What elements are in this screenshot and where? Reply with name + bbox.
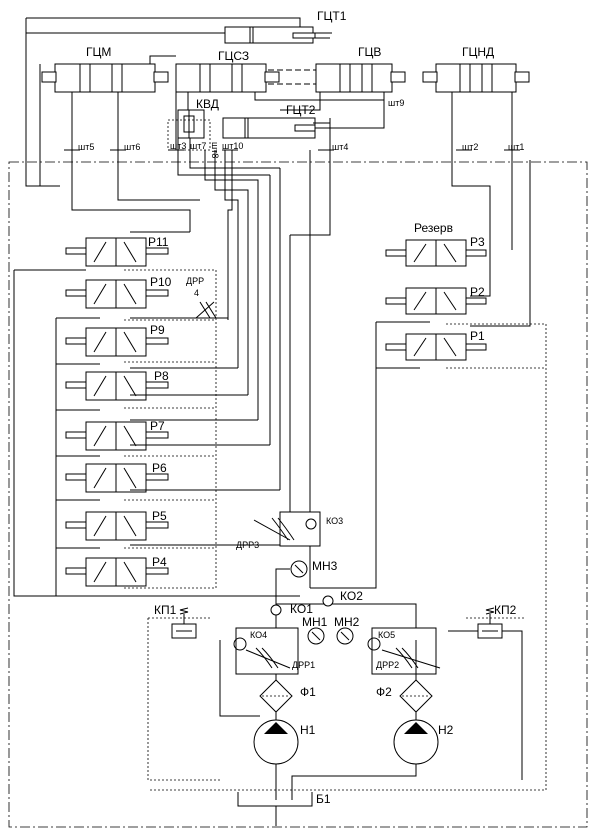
valve-p2 xyxy=(385,287,487,315)
label-sht9: шт9 xyxy=(388,98,404,108)
label-sht6: шт6 xyxy=(124,142,140,152)
cylinder-gcv xyxy=(315,63,406,93)
pump-n1 xyxy=(253,719,299,800)
valve-p3 xyxy=(385,239,487,267)
label-kvd: КВД xyxy=(196,97,219,111)
label-gct1: ГЦТ1 xyxy=(317,9,347,23)
label-drr2: ДРР2 xyxy=(376,660,399,670)
coupling-rod xyxy=(268,69,316,85)
label-b1: Б1 xyxy=(316,792,331,806)
cylinder-gcsz xyxy=(175,63,280,93)
label-p7: Р7 xyxy=(150,419,165,433)
label-sht1: шт1 xyxy=(508,142,524,152)
label-gcv: ГЦВ xyxy=(358,45,381,59)
label-sht10: шт10 xyxy=(222,141,243,151)
label-gcsz: ГЦСЗ xyxy=(218,49,249,63)
valve-p1 xyxy=(385,333,487,361)
label-sht4: шт4 xyxy=(332,142,348,152)
label-gct2: ГЦТ2 xyxy=(286,103,316,117)
label-p10: Р10 xyxy=(150,275,172,289)
valve-p6 xyxy=(65,463,169,493)
label-f1: Ф1 xyxy=(300,685,316,699)
drr3-ko3-group xyxy=(253,511,321,547)
label-sht3: шт3 xyxy=(170,141,186,151)
label-n1: Н1 xyxy=(300,723,316,737)
left-valve-stack xyxy=(13,231,300,597)
label-ko1: КО1 xyxy=(290,602,313,616)
cylinder-gct2 xyxy=(222,117,331,139)
throttle-drr4 xyxy=(195,301,217,319)
label-ko2: КО2 xyxy=(340,589,363,603)
relief-kp1 xyxy=(147,607,220,781)
ko5-drr2-block xyxy=(367,627,441,675)
label-mn3: МН3 xyxy=(312,559,338,573)
label-sht7: шт7 xyxy=(190,141,206,151)
kvd-block xyxy=(167,109,211,151)
label-p11: Р11 xyxy=(148,235,169,249)
label-mn2: МН2 xyxy=(334,615,360,629)
label-f2: Ф2 xyxy=(376,685,392,699)
valve-p9 xyxy=(65,327,169,357)
label-drr3: ДРР3 xyxy=(236,540,259,550)
cylinder-gcm xyxy=(41,63,169,93)
ko4-return xyxy=(219,640,260,717)
label-ko3: КО3 xyxy=(326,516,343,526)
label-mn1: МН1 xyxy=(302,615,328,629)
label-p6: Р6 xyxy=(152,461,167,475)
pressure-manifold xyxy=(270,560,417,690)
label-p5: Р5 xyxy=(152,509,167,523)
valve-p4 xyxy=(65,557,169,587)
label-p1: Р1 xyxy=(470,329,485,343)
label-drr1: ДРР1 xyxy=(292,660,315,670)
cylinder-gct1 xyxy=(26,26,332,44)
valve-p11 xyxy=(65,237,169,267)
label-ko5: КО5 xyxy=(378,630,395,640)
label-gcnd: ГЦНД xyxy=(462,45,494,59)
label-ko4: КО4 xyxy=(250,630,267,640)
valve-p5 xyxy=(65,511,169,541)
label-p9: Р9 xyxy=(150,323,165,337)
label-p2: Р2 xyxy=(470,285,485,299)
label-sht5: шт5 xyxy=(78,142,94,152)
right-valve-stack xyxy=(148,239,547,791)
label-kp1: КП1 xyxy=(154,603,177,617)
label-p4: Р4 xyxy=(152,555,167,569)
label-p8: Р8 xyxy=(154,369,169,383)
outer-frame xyxy=(8,161,588,828)
valve-p10 xyxy=(65,279,169,309)
label-drr4-line1: ДРР xyxy=(186,276,204,286)
tank-b1 xyxy=(237,792,313,826)
label-sht2: шт2 xyxy=(462,142,478,152)
check-ko2 xyxy=(322,595,334,607)
label-p3: Р3 xyxy=(470,235,485,249)
ko4-drr1-block xyxy=(233,627,299,675)
relief-kp2 xyxy=(448,607,524,780)
label-sht8: шт8 xyxy=(210,142,220,158)
label-gcm: ГЦМ xyxy=(86,45,111,59)
cylinder-gcnd xyxy=(422,63,530,93)
pump-n2 xyxy=(291,719,439,800)
valve-p8 xyxy=(65,371,169,401)
label-drr4-line2: 4 xyxy=(194,288,199,298)
label-kp2: КП2 xyxy=(494,603,517,617)
label-reserve: Резерв xyxy=(414,221,453,235)
label-n2: Н2 xyxy=(438,723,454,737)
